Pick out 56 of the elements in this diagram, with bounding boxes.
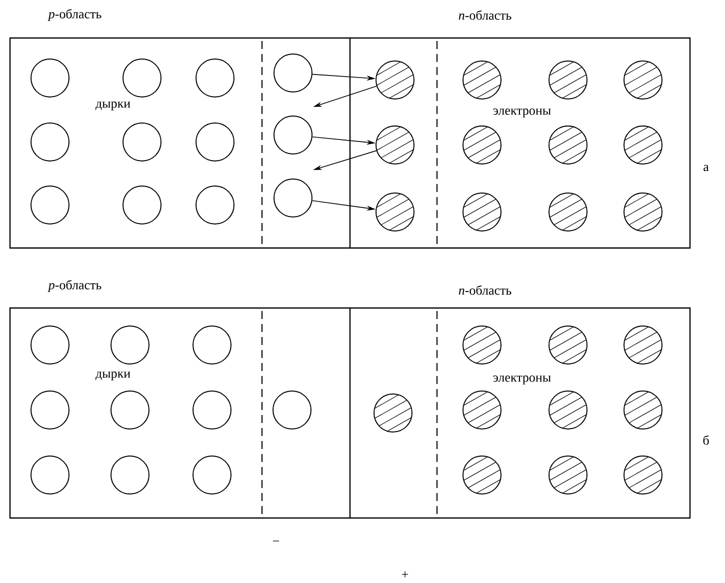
- hole-circle: [110, 456, 150, 494]
- hole-circle: [192, 390, 232, 430]
- hole-circle: [122, 122, 162, 162]
- region-label: p-область: [48, 280, 102, 292]
- electron-circle: [624, 456, 662, 494]
- carrier-label: электроны: [493, 108, 551, 118]
- electron-circle: [462, 456, 502, 494]
- electron-circle: [624, 390, 662, 430]
- hole-circle: [192, 456, 232, 494]
- hole-circle: [274, 178, 312, 218]
- hole-circle: [274, 54, 312, 92]
- electron-circle: [462, 390, 502, 430]
- hole-circle: [30, 58, 70, 98]
- hole-circle: [30, 186, 70, 224]
- electron-circle: [548, 326, 588, 364]
- electron-circle: [624, 192, 662, 232]
- hole-circle: [30, 390, 70, 430]
- charge-sign: +: [402, 571, 408, 578]
- hole-circle: [196, 186, 234, 224]
- electron-circle: [374, 394, 412, 432]
- hole-circle: [196, 58, 234, 98]
- region-label: p-область: [48, 8, 102, 22]
- electron-circle: [548, 126, 588, 164]
- electron-circle: [548, 60, 588, 100]
- hole-circle: [192, 326, 232, 364]
- electron-circle: [376, 126, 414, 164]
- hole-circle: [110, 390, 150, 430]
- electron-circle: [462, 126, 502, 164]
- electron-circle: [548, 390, 588, 430]
- electron-circle: [462, 60, 502, 100]
- hole-circle: [272, 390, 312, 430]
- electron-circle: [548, 192, 588, 232]
- carrier-label: дырки: [95, 372, 130, 380]
- hole-circle: [30, 456, 70, 494]
- charge-sign: −: [272, 540, 280, 542]
- panel-letter: б: [703, 435, 709, 445]
- region-label: n-область: [458, 10, 512, 20]
- electron-circle: [462, 326, 502, 364]
- hole-circle: [30, 122, 70, 162]
- carrier-label: электроны: [493, 376, 551, 384]
- hole-circle: [122, 58, 162, 98]
- electron-circle: [462, 192, 502, 232]
- hole-circle: [274, 116, 312, 154]
- region-label: n-область: [458, 285, 512, 295]
- electron-circle: [376, 60, 414, 100]
- electron-circle: [376, 192, 414, 232]
- electron-circle: [624, 126, 662, 164]
- hole-circle: [196, 122, 234, 162]
- panel-letter: а: [704, 164, 709, 172]
- hole-circle: [122, 186, 162, 224]
- hole-circle: [110, 326, 150, 364]
- hole-circle: [30, 326, 70, 364]
- electron-circle: [624, 60, 662, 100]
- electron-circle: [624, 326, 662, 364]
- carrier-label: дырки: [95, 102, 130, 110]
- electron-circle: [548, 456, 588, 494]
